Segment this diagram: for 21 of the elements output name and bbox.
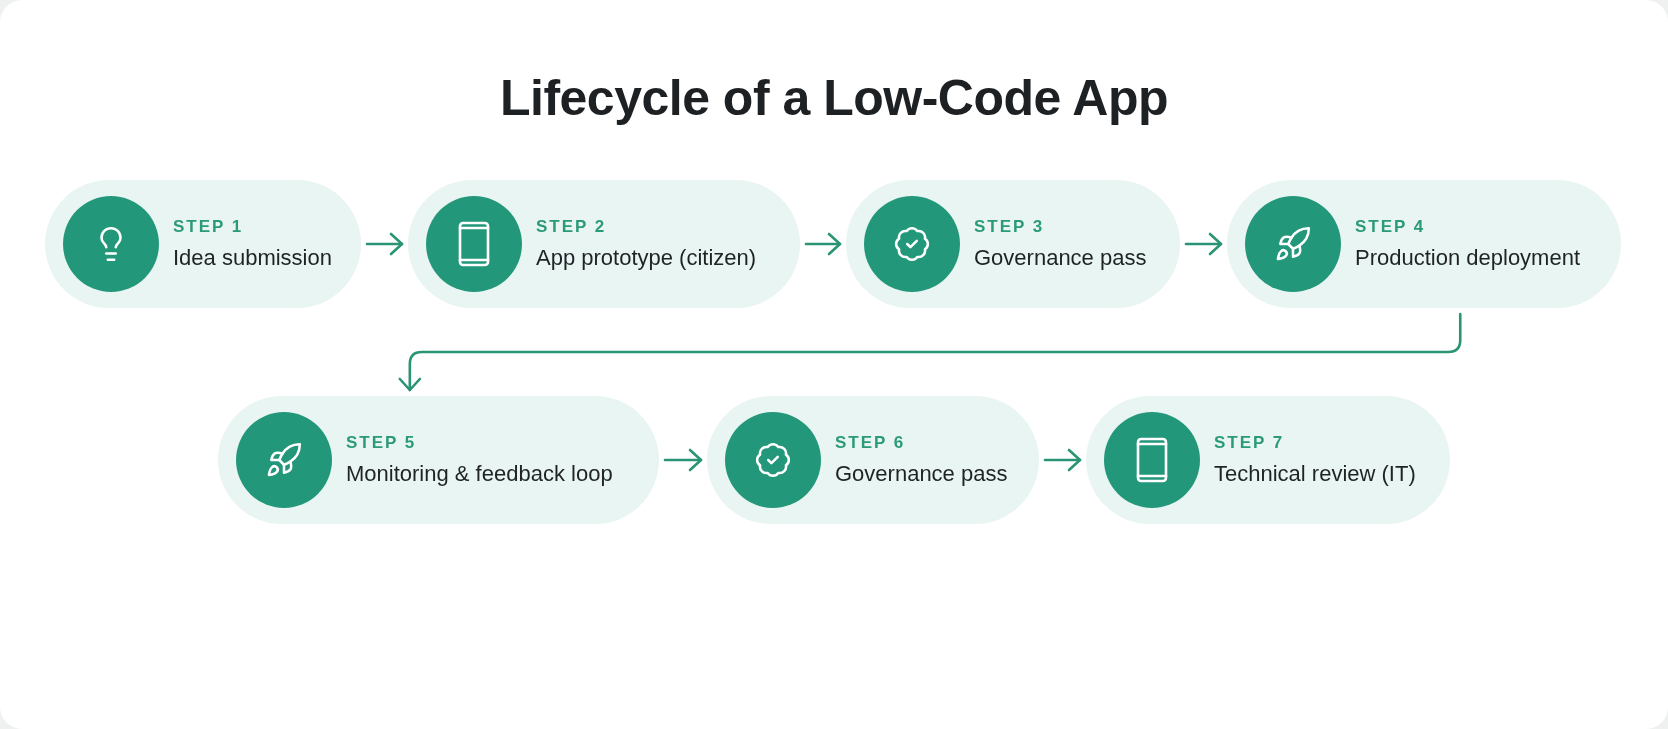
step-title: Governance pass — [835, 461, 1008, 487]
step-title: App prototype (citizen) — [536, 245, 757, 271]
step-title: Idea submission — [173, 245, 332, 271]
arrow — [1184, 232, 1223, 256]
step-label: STEP 2 — [536, 217, 607, 237]
arrow — [1043, 448, 1082, 472]
step-label: STEP 5 — [346, 433, 417, 453]
diagram-title: Lifecycle of a Low-Code App — [499, 69, 1168, 128]
step-title: Governance pass — [974, 245, 1147, 271]
step-title: Technical review (IT) — [1214, 461, 1416, 487]
step-label: STEP 3 — [974, 217, 1045, 237]
arrow — [365, 232, 404, 256]
arrow — [804, 232, 842, 256]
arrow — [398, 312, 1462, 392]
arrow — [663, 448, 703, 472]
step-title: Production deployment — [1355, 245, 1581, 271]
step-label: STEP 7 — [1214, 433, 1285, 453]
step-title: Monitoring & feedback loop — [346, 461, 613, 487]
step-label: STEP 6 — [835, 433, 906, 453]
step-label: STEP 1 — [173, 217, 244, 237]
step-label: STEP 4 — [1355, 217, 1426, 237]
